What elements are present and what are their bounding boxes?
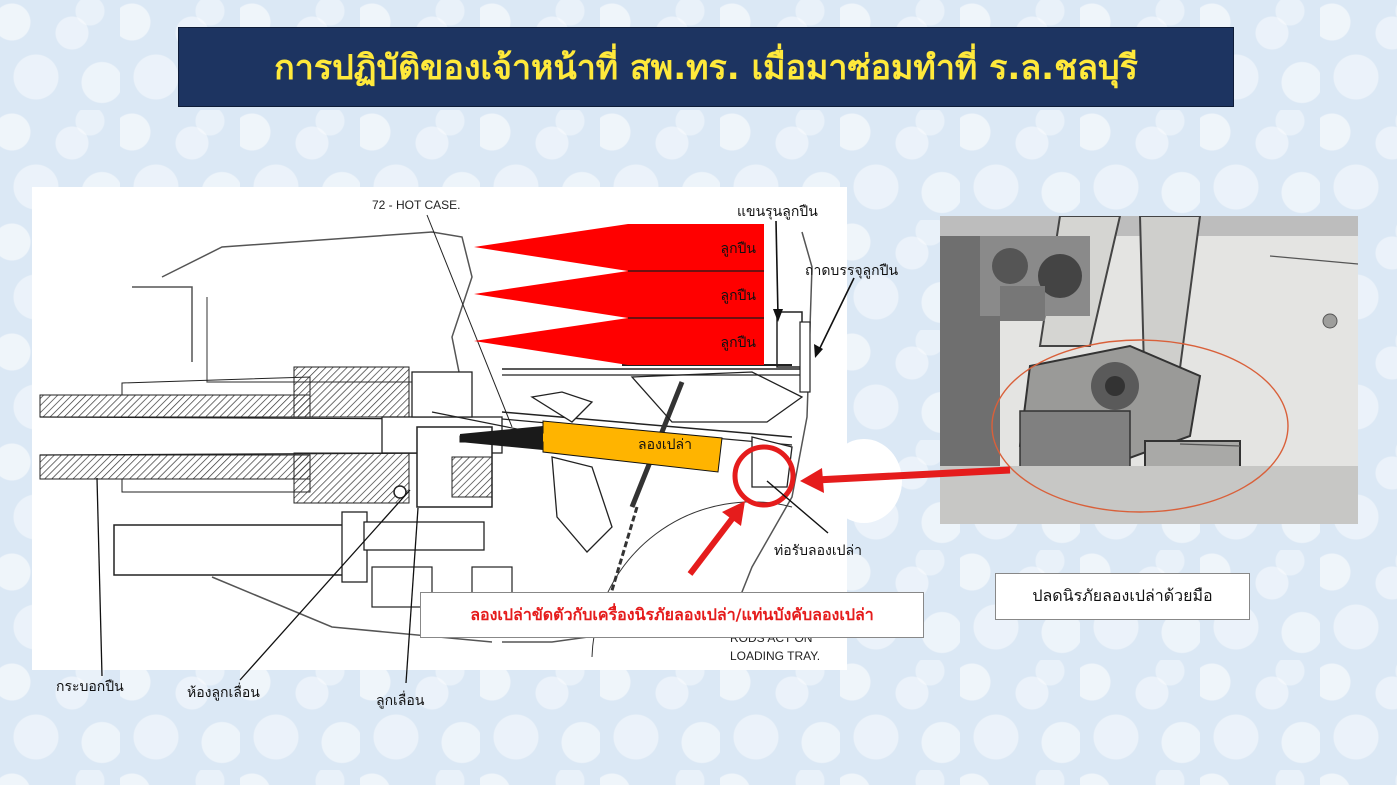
callout-release-text: ปลดนิรภัยลองเปล่าด้วยมือ [1032, 586, 1213, 605]
mechanism-photo-drawing [940, 216, 1358, 524]
callout-jam-box: ลองเปล่าขัดตัวกับเครื่องนิรภัยลองเปล่า/แ… [420, 592, 924, 638]
label-barrel: กระบอกปืน [56, 679, 124, 695]
title-banner: การปฏิบัติของเจ้าหน้าที่ สพ.ทร. เมื่อมาซ… [178, 27, 1234, 107]
label-case-chute: ท่อรับลองเปล่า [774, 543, 862, 559]
hot-case-text: 72 - HOT CASE. [372, 198, 460, 212]
label-breech-block: ลูกเลื่อน [376, 693, 425, 709]
page-title: การปฏิบัติของเจ้าหน้าที่ สพ.ทร. เมื่อมาซ… [274, 48, 1138, 88]
callout-release-box: ปลดนิรภัยลองเปล่าด้วยมือ [995, 573, 1250, 620]
mechanism-photo [940, 216, 1358, 524]
label-loading-tray: ถาดบรรจุลูกปืน [805, 263, 899, 279]
label-breech-chamber: ห้องลูกเลื่อน [187, 685, 260, 701]
callout-jam-text: ลองเปล่าขัดตัวกับเครื่องนิรภัยลองเปล่า/แ… [470, 604, 874, 624]
rods-text-line2: LOADING TRAY. [730, 649, 820, 663]
label-rammer-arm: แขนรุนลูกปืน [737, 204, 818, 220]
